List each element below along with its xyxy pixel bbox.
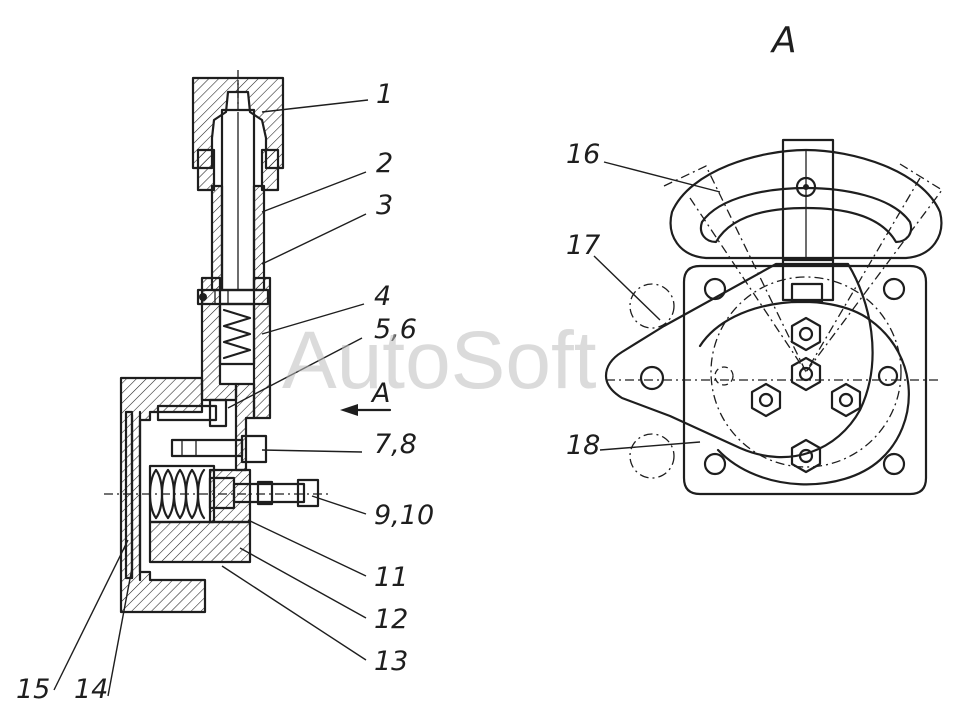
hidden-hole	[714, 366, 734, 386]
label-9-10: 9,10	[374, 500, 434, 531]
part-labels: 1 2 3 4 5,6 7,8 9,10 11 12 13 14 15 16 1…	[16, 20, 797, 705]
hex-bolts	[750, 316, 862, 474]
slotted-bracket	[669, 148, 943, 260]
label-2: 2	[376, 148, 393, 179]
label-4: 4	[374, 281, 391, 312]
label-7-8: 7,8	[374, 429, 417, 460]
stem-spring	[200, 276, 272, 420]
leader-lines	[53, 99, 721, 697]
bushing	[196, 148, 280, 192]
label-15: 15	[16, 674, 50, 705]
lever-arm	[781, 138, 835, 304]
mounting-plate	[682, 264, 928, 496]
view-a	[604, 138, 943, 496]
cam-plate	[604, 262, 874, 459]
label-18: 18	[566, 430, 600, 461]
label-11: 11	[374, 562, 408, 593]
view-title-a: A	[770, 20, 797, 61]
pump-body	[698, 300, 910, 486]
view-arrow	[340, 404, 392, 416]
arrow-label-a: A	[370, 378, 390, 409]
label-5-6: 5,6	[374, 314, 417, 345]
label-17: 17	[566, 230, 600, 261]
label-1: 1	[376, 79, 393, 110]
tube	[210, 108, 266, 292]
label-3: 3	[376, 190, 393, 221]
phantom-arms	[606, 163, 943, 479]
watermark: AutoSoft	[282, 315, 597, 406]
side-hole	[877, 365, 899, 387]
label-16: 16	[566, 139, 600, 170]
label-14: 14	[74, 674, 108, 705]
bolts	[156, 398, 268, 464]
label-12: 12	[374, 604, 408, 635]
sectional-view	[104, 70, 392, 614]
label-13: 13	[374, 646, 408, 677]
